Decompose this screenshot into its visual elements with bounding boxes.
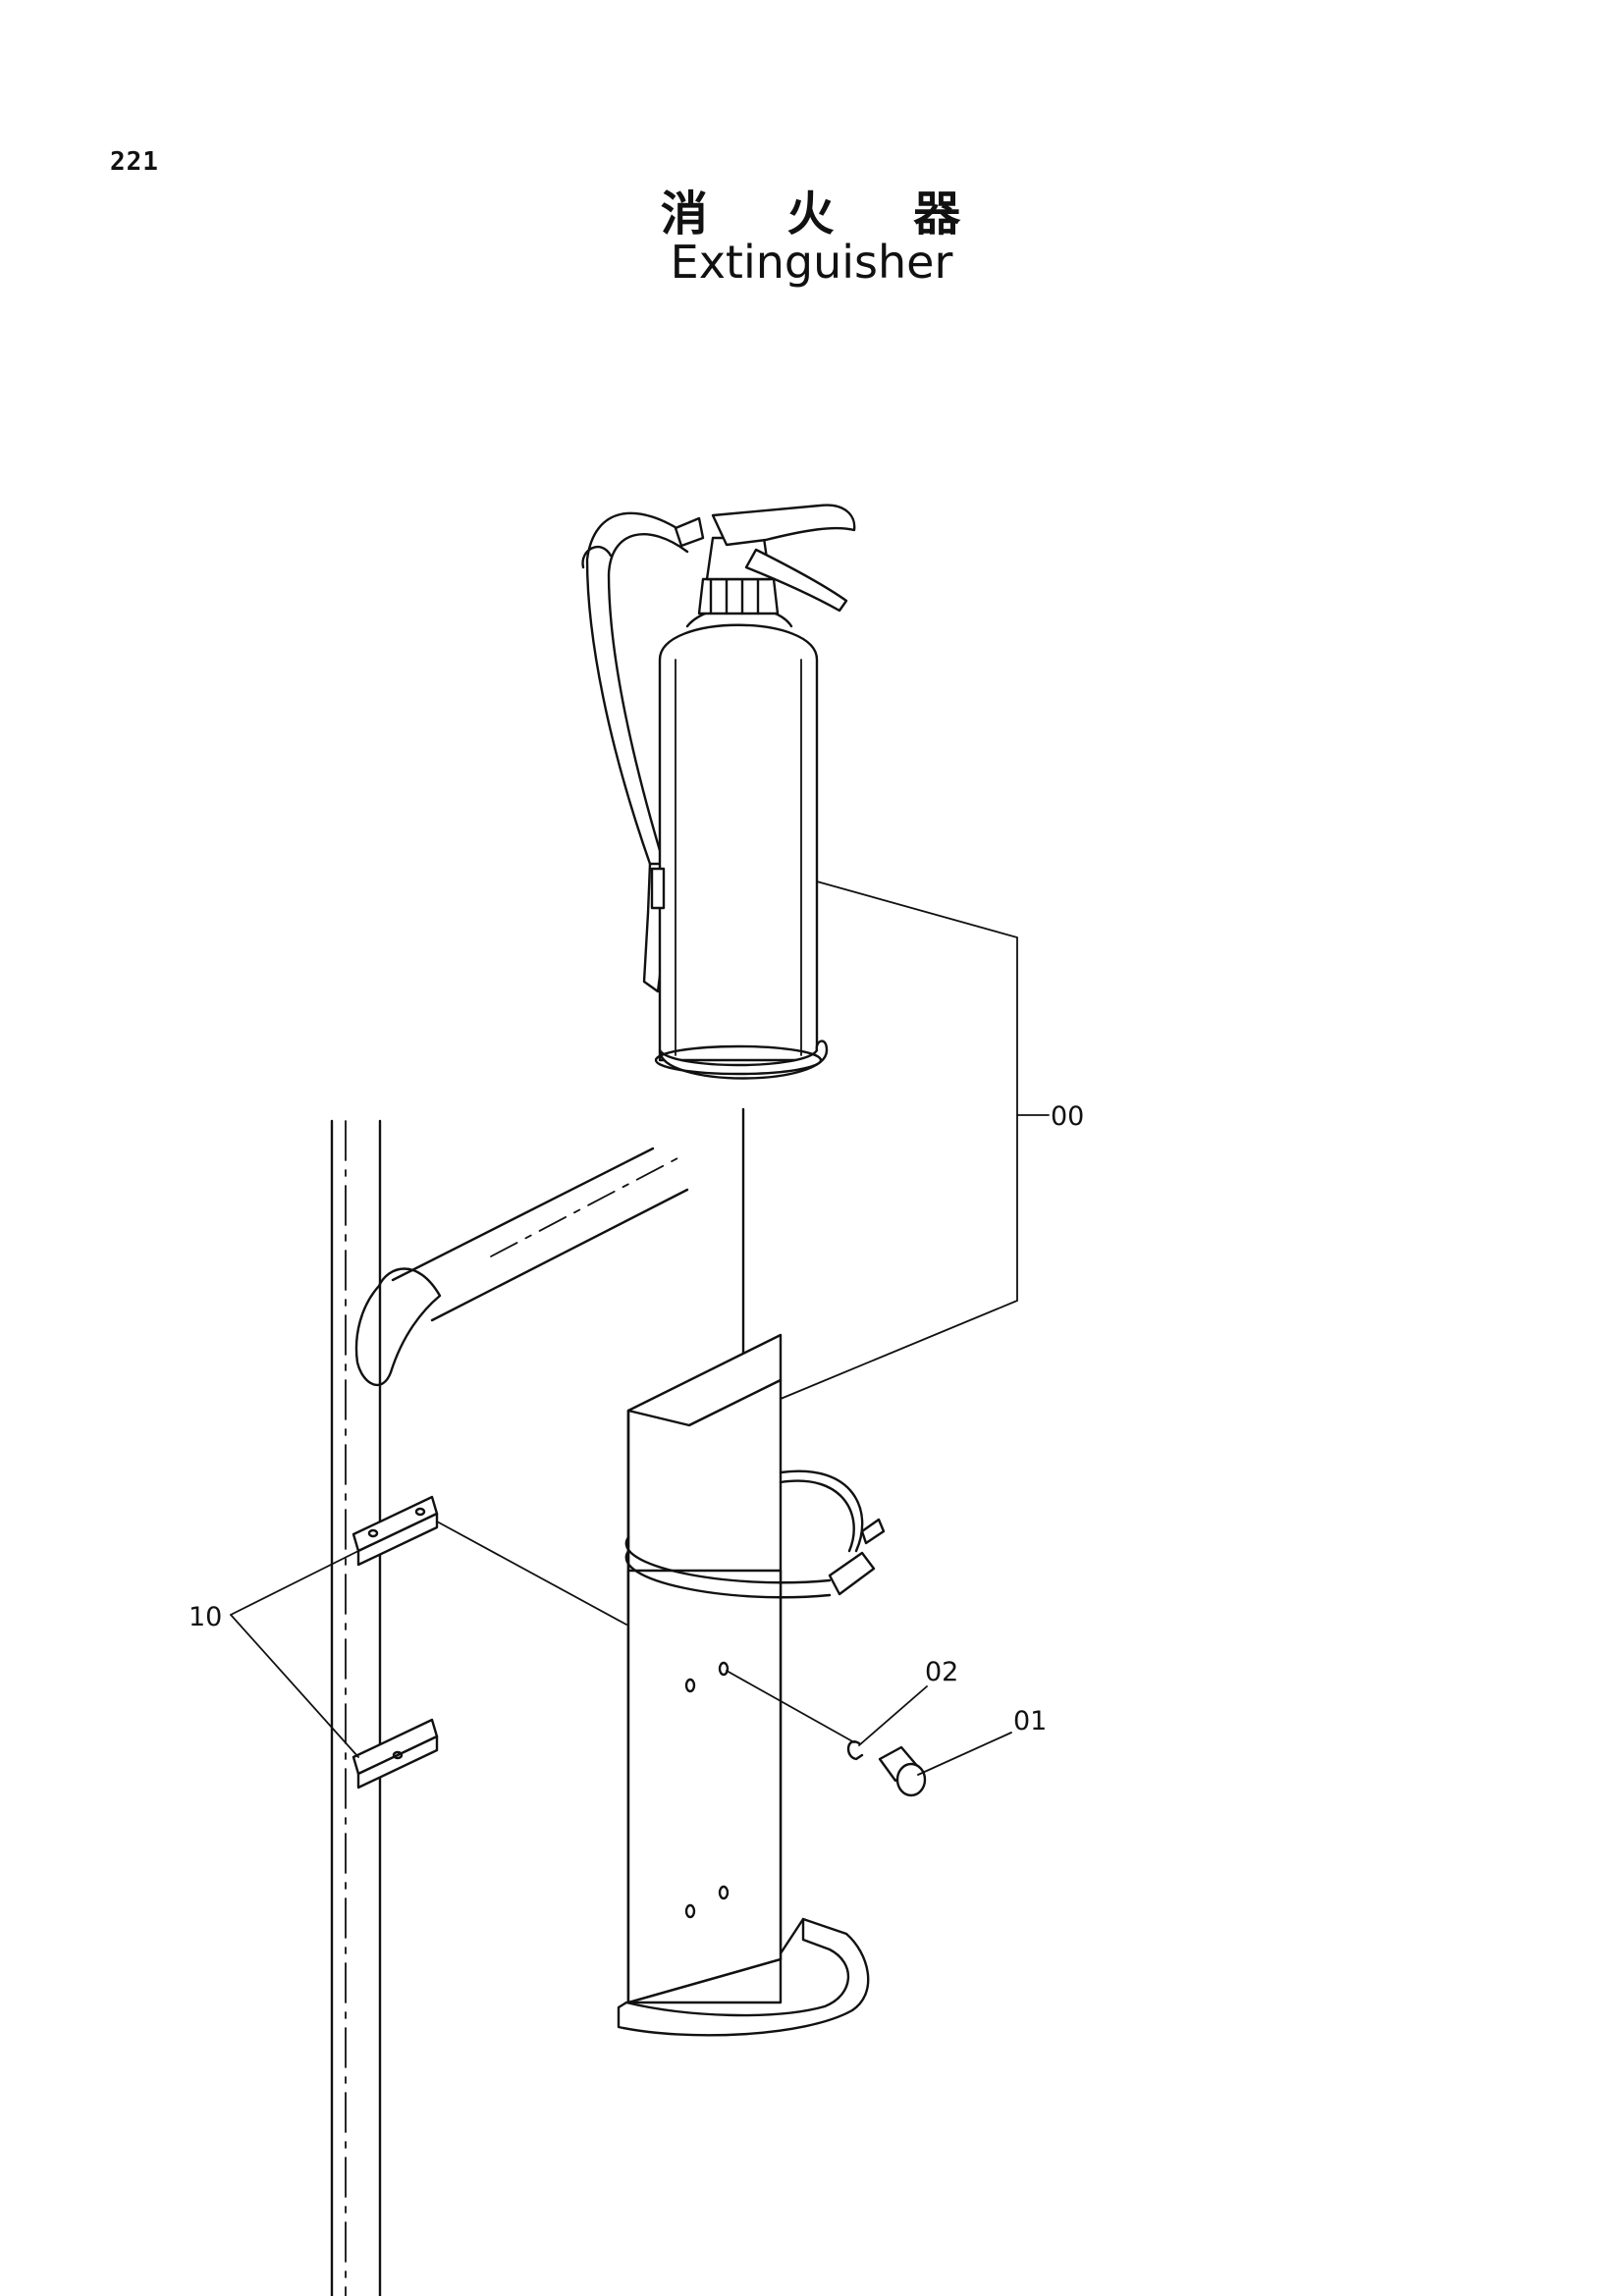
washer-and-bolt bbox=[726, 1670, 927, 1797]
page-number: 221 bbox=[110, 147, 159, 177]
callout-bolt: 01 bbox=[1013, 1706, 1047, 1736]
mounting-plates bbox=[352, 1495, 439, 1789]
page-title-english: Extinguisher bbox=[670, 236, 953, 289]
callout-washer: 02 bbox=[925, 1657, 958, 1687]
fire-extinguisher bbox=[581, 504, 856, 1080]
callout-assembly: 00 bbox=[1051, 1101, 1084, 1132]
leader-lines bbox=[230, 881, 1050, 1776]
callout-plate: 10 bbox=[189, 1602, 222, 1632]
extinguisher-bracket bbox=[617, 1333, 886, 2037]
page-title-japanese: 消 火 器 bbox=[660, 187, 993, 241]
machine-frame bbox=[330, 1119, 689, 2296]
